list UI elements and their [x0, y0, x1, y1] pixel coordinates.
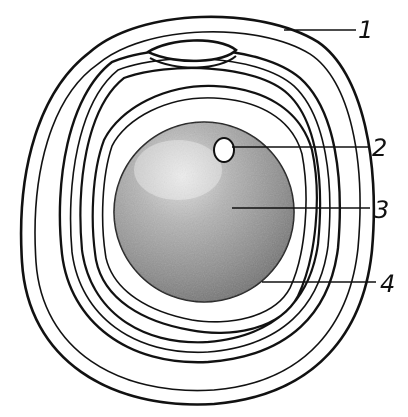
label-2: 2	[372, 134, 387, 162]
label-1: 1	[358, 16, 373, 44]
label-4: 4	[380, 270, 395, 298]
label-3: 3	[374, 196, 389, 224]
yolk-highlight	[134, 140, 222, 200]
germinal-spot	[214, 138, 234, 162]
micropyle-cap	[148, 40, 236, 60]
